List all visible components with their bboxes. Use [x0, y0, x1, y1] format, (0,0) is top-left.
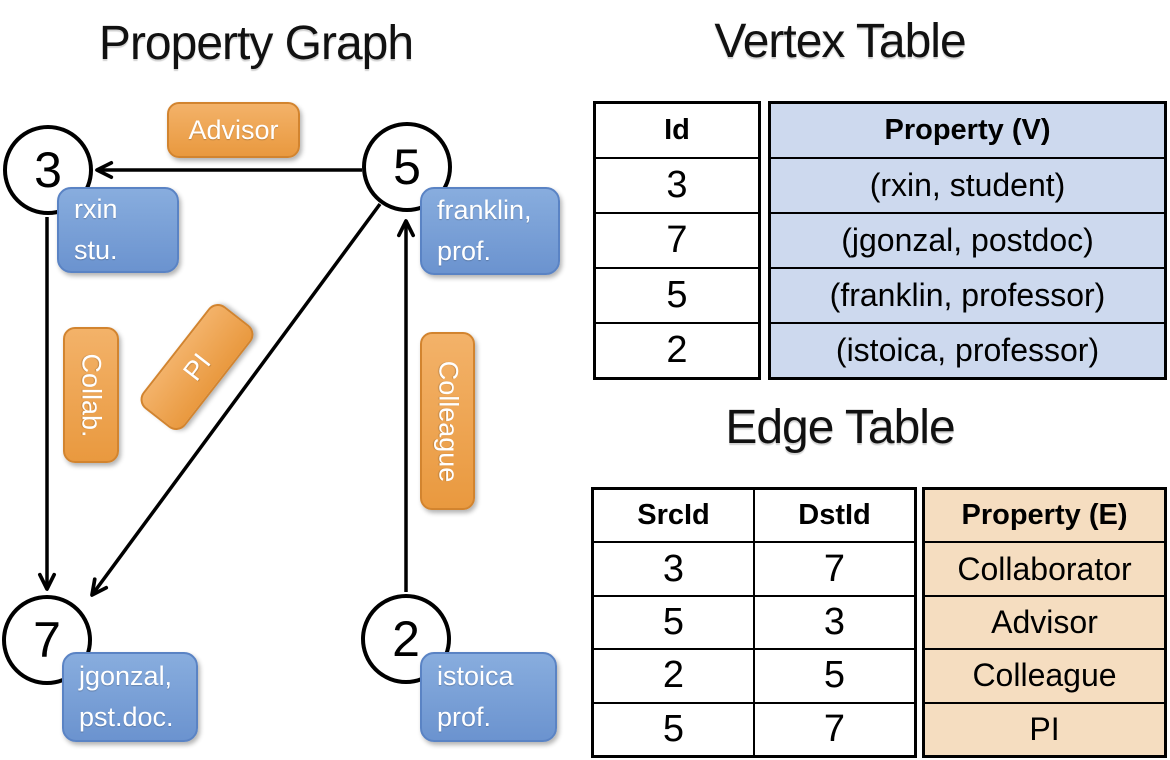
node-id-label: 5 [393, 139, 421, 195]
vertex-table-property-header: Property (V) [771, 104, 1164, 157]
vertex-property-box-jgonzal: jgonzal, pst.doc. [62, 652, 198, 742]
edge-pi-5-to-7 [90, 202, 382, 597]
graph-node-2: 2 [361, 594, 451, 684]
edge-label-text: Advisor [188, 114, 279, 145]
edge-label-advisor: Advisor [167, 102, 300, 158]
node-id-label: 7 [33, 612, 61, 668]
vertex-table-property-cell: (rxin, student) [771, 159, 1164, 212]
graph-edges [38, 161, 415, 597]
edge-table-property-cell: Advisor [925, 596, 1164, 649]
edge-table-dstid-cell: 7 [753, 703, 914, 756]
vertex-property-box-franklin: franklin, prof. [420, 187, 560, 275]
edge-table-property-header: Property (E) [925, 490, 1164, 542]
edge-table-srcid-header: SrcId [637, 499, 710, 532]
edge-label-text: Collab. [76, 352, 107, 438]
vertex-property-line: istoica [437, 660, 514, 691]
edge-table-property-cell: PI [925, 703, 1164, 756]
edge-table-property-cell: Collaborator [925, 543, 1164, 595]
edge-table-srcid-cell: 2 [662, 654, 685, 697]
node-id-label: 3 [34, 142, 62, 198]
edge-label-text: Colleague [433, 360, 463, 482]
edge-table-id-columns: SrcId DstId 3 7 5 3 2 5 5 7 [591, 487, 917, 758]
vertex-table-property-cell: (istoica, professor) [771, 324, 1164, 377]
edge-table-property-cell: Colleague [925, 650, 1164, 702]
edge-table-title: Edge Table [725, 401, 955, 454]
vertex-property-line: prof. [437, 702, 492, 732]
vertex-table-property-cell: (jgonzal, postdoc) [771, 214, 1164, 267]
edge-table-dstid-cell: 3 [753, 596, 914, 649]
vertex-property-line: rxin [74, 193, 118, 224]
vertex-table-id-cell: 2 [666, 329, 688, 371]
vertex-table-id-header: Id [664, 114, 690, 146]
edge-label-text: PI [176, 347, 217, 386]
edge-label-collab: Collab. [63, 327, 119, 463]
vertex-property-line: prof. [437, 236, 492, 266]
vertex-table-property-column: Property (V) (rxin, student) (jgonzal, p… [768, 101, 1167, 380]
vertex-property-box-istoica: istoica prof. [420, 652, 557, 742]
vertex-table-id-column: Id 3 7 5 2 [593, 101, 761, 380]
edge-table-property-column: Property (E) Collaborator Advisor Collea… [922, 487, 1167, 758]
vertex-property-box-rxin: rxin stu. [57, 187, 179, 273]
edge-table-srcid-cell: 3 [662, 547, 685, 590]
edge-table-srcid-cell: 5 [662, 707, 685, 750]
vertex-table-id-cell: 3 [666, 164, 688, 206]
vertex-property-line: pst.doc. [79, 702, 174, 732]
node-id-label: 2 [392, 611, 420, 667]
edge-table-srcid-cell: 5 [662, 601, 685, 644]
vertex-property-line: jgonzal, [79, 660, 173, 691]
edge-table-dstid-cell: 5 [753, 650, 914, 702]
vertex-table-title: Vertex Table [714, 15, 966, 68]
edge-table-dstid-cell: 7 [753, 543, 914, 595]
vertex-table-id-cell: 5 [666, 274, 688, 316]
vertex-table-property-cell: (franklin, professor) [771, 269, 1164, 322]
vertex-property-line: franklin, [437, 194, 532, 225]
vertex-table-id-cell: 7 [666, 219, 688, 261]
vertex-property-line: stu. [74, 235, 118, 265]
property-graph-title: Property Graph [98, 17, 414, 70]
edge-label-colleague: Colleague [420, 332, 475, 510]
edge-table-dstid-header: DstId [753, 490, 914, 542]
